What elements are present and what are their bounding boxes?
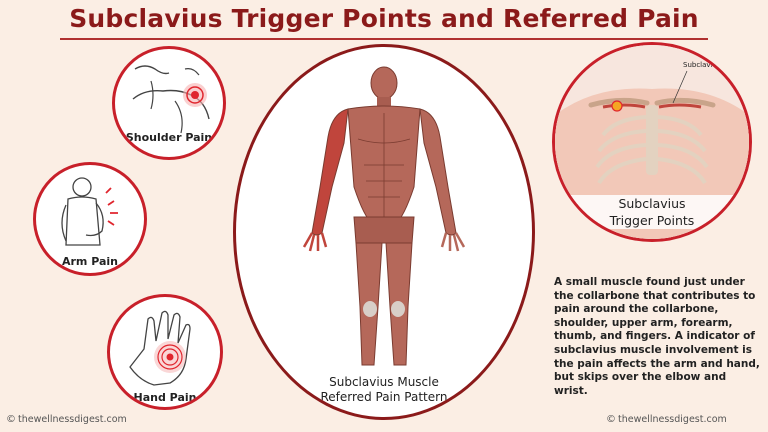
arm-pain-illustration xyxy=(61,177,118,246)
inset-label-line-1: Subclavius xyxy=(618,196,686,211)
shoulder-pain-label: Shoulder Pain xyxy=(125,131,213,144)
copyright-left-text: thewellnessdigest.com xyxy=(18,414,127,425)
title-underline xyxy=(60,38,708,40)
caption-line-2: Referred Pain Pattern xyxy=(320,390,448,404)
inset-label-line-2: Trigger Points xyxy=(609,213,695,228)
copyright-left: ©thewellnessdigest.com xyxy=(6,414,127,425)
shoulder-pain-circle: Shoulder Pain xyxy=(112,46,226,160)
muscle-figure-illustration xyxy=(302,66,466,366)
hand-pain-circle: Hand Pain xyxy=(107,294,223,410)
caption-line-1: Subclavius Muscle xyxy=(329,375,439,389)
anatomy-inset-label: Subclavius Trigger Points xyxy=(555,195,749,229)
shoulder-pain-illustration xyxy=(132,65,210,134)
main-figure-caption: Subclavius Muscle Referred Pain Pattern xyxy=(236,375,532,405)
hand-pain-illustration xyxy=(129,310,191,386)
arm-pain-circle: Arm Pain xyxy=(33,162,147,276)
subclavius-callout: Subclavius xyxy=(683,61,721,69)
copyright-icon: © xyxy=(606,414,616,425)
arm-pain-label: Arm Pain xyxy=(61,255,119,268)
hand-pain-label: Hand Pain xyxy=(133,391,197,404)
copyright-right-text: thewellnessdigest.com xyxy=(618,414,727,425)
copyright-right: ©thewellnessdigest.com xyxy=(606,414,727,425)
description-text: A small muscle found just under the coll… xyxy=(554,276,760,397)
main-figure-oval: Subclavius Muscle Referred Pain Pattern xyxy=(233,44,535,420)
subclavius-anatomy-circle: Subclavius Subclavius Trigger Points xyxy=(552,42,752,242)
page-title: Subclavius Trigger Points and Referred P… xyxy=(69,4,699,33)
copyright-icon: © xyxy=(6,414,16,425)
